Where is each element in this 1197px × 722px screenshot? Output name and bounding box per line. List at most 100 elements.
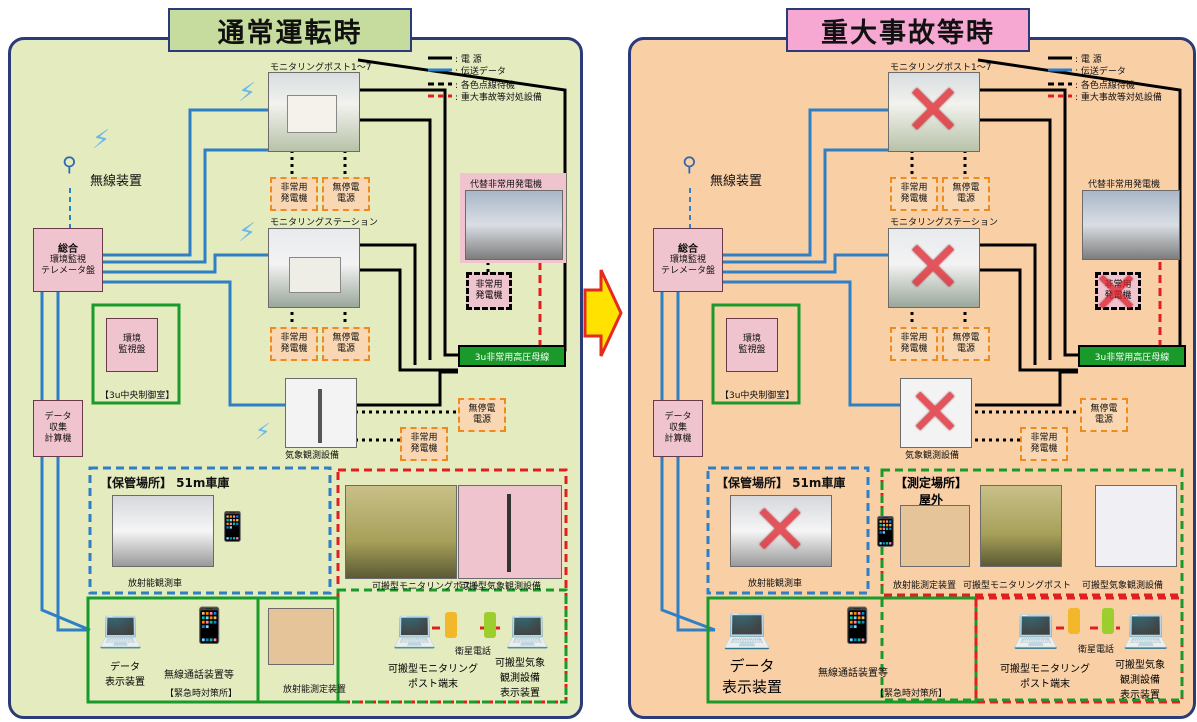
data-display-label: データ 表示装置 — [105, 662, 145, 688]
antenna-icon: ⚲ — [682, 152, 697, 176]
emergency-generator-box: 非常用 発電機 — [466, 272, 512, 310]
radio-label: 無線装置 — [710, 174, 763, 189]
radio-handset-icon: 📱 — [836, 606, 879, 646]
post-terminal-label: 可搬型モニタリング ポスト端末 — [1000, 664, 1090, 690]
accident-title: 重大事故等時 — [786, 8, 1030, 52]
legend-data: : 伝送データ — [455, 67, 506, 77]
vehicle-label: 放射能観測車 — [128, 579, 183, 589]
lightning-icon: ⚡ — [238, 78, 257, 108]
weather-label: 気象観測設備 — [905, 451, 960, 461]
post-terminal-label: 可搬型モニタリング ポスト端末 — [388, 664, 478, 690]
portable-post-label: 可搬型モニタリングポスト — [372, 582, 481, 592]
data-computer: データ 収集 計算機 — [33, 400, 83, 457]
monitoring-station-photo — [268, 228, 360, 308]
lightning-icon: ⚡ — [92, 125, 111, 155]
data-display-label: データ 表示装置 — [722, 657, 783, 696]
weather-station-photo — [285, 378, 357, 448]
laptop-icon: 💻 — [392, 609, 437, 650]
rad-meter-photo — [900, 505, 970, 567]
legend-standby: : 各色点線待機 — [1075, 81, 1135, 91]
weather-label: 気象観測設備 — [285, 451, 340, 461]
laptop-icon: 💻 — [1122, 606, 1170, 650]
sat-phone-icon — [484, 612, 496, 638]
storage-label: 【保管場所】 51m車庫 — [100, 476, 230, 490]
emergency-generator-box: 非常用 発電機 — [1095, 272, 1141, 310]
portable-post-photo — [980, 485, 1062, 567]
portable-post-label: 可搬型モニタリングポスト — [963, 581, 1072, 591]
sat-phone-icon — [1102, 608, 1114, 634]
lightning-icon: ⚡ — [238, 218, 257, 248]
legend-data: : 伝送データ — [1075, 67, 1126, 77]
legend-sa: : 重大事故等対処設備 — [1075, 93, 1162, 103]
storage-label: 【保管場所】 51m車庫 — [716, 476, 846, 490]
backup-generator-label: 代替非常用発電機 — [1088, 180, 1161, 190]
lightning-icon: ⚡ — [255, 420, 271, 445]
vehicle-photo — [730, 495, 832, 567]
telemeter-panel: 総合 環境監視 テレメータ盤 — [653, 228, 723, 292]
monitoring-posts-label: モニタリングポスト1～7 — [890, 63, 992, 73]
data-computer: データ 収集 計算機 — [653, 400, 703, 457]
sat-phone-label: 衛星電話 — [1078, 645, 1115, 655]
legend-sa: : 重大事故等対処設備 — [455, 93, 542, 103]
radio-label: 無線装置 — [90, 174, 143, 189]
failure-x-icon: ✕ — [902, 225, 964, 309]
transition-arrow-icon — [583, 269, 623, 357]
backup-generator-photo — [465, 190, 563, 260]
legend-power: : 電 源 — [1075, 55, 1102, 65]
failure-x-icon: ✕ — [902, 68, 964, 152]
legend-standby: : 各色点線待機 — [455, 81, 515, 91]
vehicle-photo — [112, 495, 214, 567]
sat-phone-icon — [445, 612, 457, 638]
sat-phone-label: 衛星電話 — [455, 647, 492, 657]
telemeter-body: 環境監視 テレメータ盤 — [40, 254, 95, 276]
emergency-generator-box: 非常用 発電機 — [890, 327, 938, 361]
portable-post-photo — [345, 485, 457, 579]
emergency-office-label: 【緊急時対策所】 — [165, 689, 238, 699]
measure-place-label: 【測定場所】 屋外 — [895, 476, 968, 507]
monitoring-station-label: モニタリングステーション — [270, 218, 378, 228]
monitoring-posts-label: モニタリングポスト1～7 — [270, 63, 372, 73]
weather-display-label: 可搬型気象 観測設備 表示装置 — [495, 658, 545, 699]
failure-x-icon: ✕ — [1091, 259, 1141, 327]
monitoring-station-label: モニタリングステーション — [890, 218, 998, 228]
ups-box: 無停電 電源 — [458, 398, 506, 432]
failure-x-icon: ✕ — [750, 489, 810, 571]
vehicle-label: 放射能観測車 — [748, 579, 803, 589]
emergency-office-label: 【緊急時対策所】 — [875, 689, 948, 699]
portable-weather-photo — [458, 485, 562, 579]
radio-handset-icon: 📱 — [215, 510, 250, 543]
rad-meter-label: 放射能測定装置 — [893, 581, 957, 591]
ups-box: 無停電 電源 — [942, 177, 990, 211]
backup-generator-photo — [1082, 190, 1180, 260]
emergency-generator-box: 非常用 発電機 — [890, 177, 938, 211]
emergency-generator-box: 非常用 発電機 — [270, 327, 318, 361]
legend-power: : 電 源 — [455, 55, 482, 65]
telemeter-body: 環境監視 テレメータ盤 — [660, 254, 715, 276]
telemeter-head: 総合 — [678, 243, 698, 255]
emergency-generator-box: 非常用 発電機 — [1020, 427, 1068, 461]
antenna-icon: ⚲ — [62, 152, 77, 176]
bus-box: 3u非常用高圧母線 — [458, 345, 566, 367]
env-monitoring-panel: 環境 監視盤 — [726, 318, 778, 372]
radio-handset-icon: 📱 — [868, 515, 903, 548]
env-monitoring-panel: 環境 監視盤 — [106, 318, 158, 372]
bus-box: 3u非常用高圧母線 — [1078, 345, 1186, 367]
radio-comm-label: 無線通話装置等 — [818, 668, 888, 679]
monitoring-station-photo — [888, 228, 980, 308]
rad-meter-label: 放射能測定装置 — [283, 685, 347, 695]
rad-meter-photo — [268, 608, 334, 665]
ups-box: 無停電 電源 — [1080, 398, 1128, 432]
backup-generator-label: 代替非常用発電機 — [470, 180, 543, 190]
portable-weather-label: 可搬型気象観測設備 — [460, 582, 542, 592]
ups-box: 無停電 電源 — [322, 177, 370, 211]
normal-operation-title: 通常運転時 — [168, 8, 412, 52]
radio-handset-icon: 📱 — [188, 606, 231, 646]
telemeter-head: 総合 — [58, 243, 78, 255]
weather-display-label: 可搬型気象 観測設備 表示装置 — [1115, 660, 1165, 701]
ups-box: 無停電 電源 — [942, 327, 990, 361]
emergency-generator-box: 非常用 発電機 — [270, 177, 318, 211]
control-room-label: 【3u中央制御室】 — [720, 391, 795, 401]
sat-phone-icon — [1068, 608, 1080, 634]
emergency-generator-box: 非常用 発電機 — [400, 427, 448, 461]
weather-station-photo — [900, 378, 972, 448]
